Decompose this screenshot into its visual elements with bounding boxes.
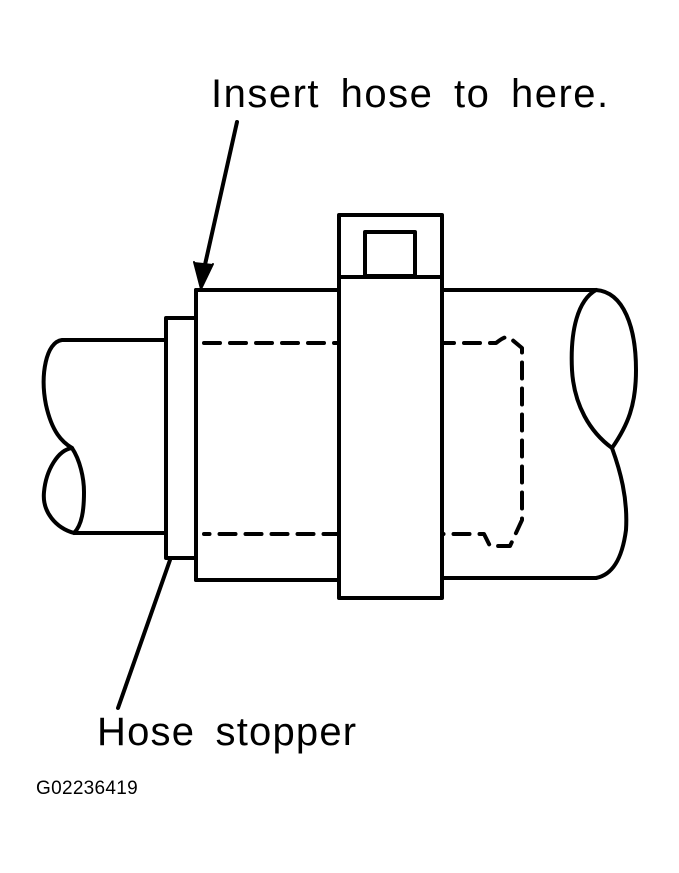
left-pipe-break-inner [70,446,86,535]
clamp-band [337,213,444,600]
hidden-pipe-top [202,335,524,548]
leader-lines [116,120,239,710]
hose-stopper-label: Hose stopper [97,710,358,754]
hose-right-end-outer [594,288,638,580]
hose-right-end-inner [569,288,614,450]
hose-clamp [337,213,444,600]
left-pipe-top-edge [41,338,168,535]
hose [194,288,638,582]
stopper-leader-line [116,558,172,710]
insert-leader-arrow [193,261,214,290]
insert-hose-label: Insert hose to here. [211,72,610,116]
left-pipe [41,338,168,535]
hidden-pipe-end [202,335,524,548]
insert-leader-line [200,120,239,280]
figure-code-label: G02236419 [36,778,139,799]
hose-stopper-ring [164,316,198,560]
